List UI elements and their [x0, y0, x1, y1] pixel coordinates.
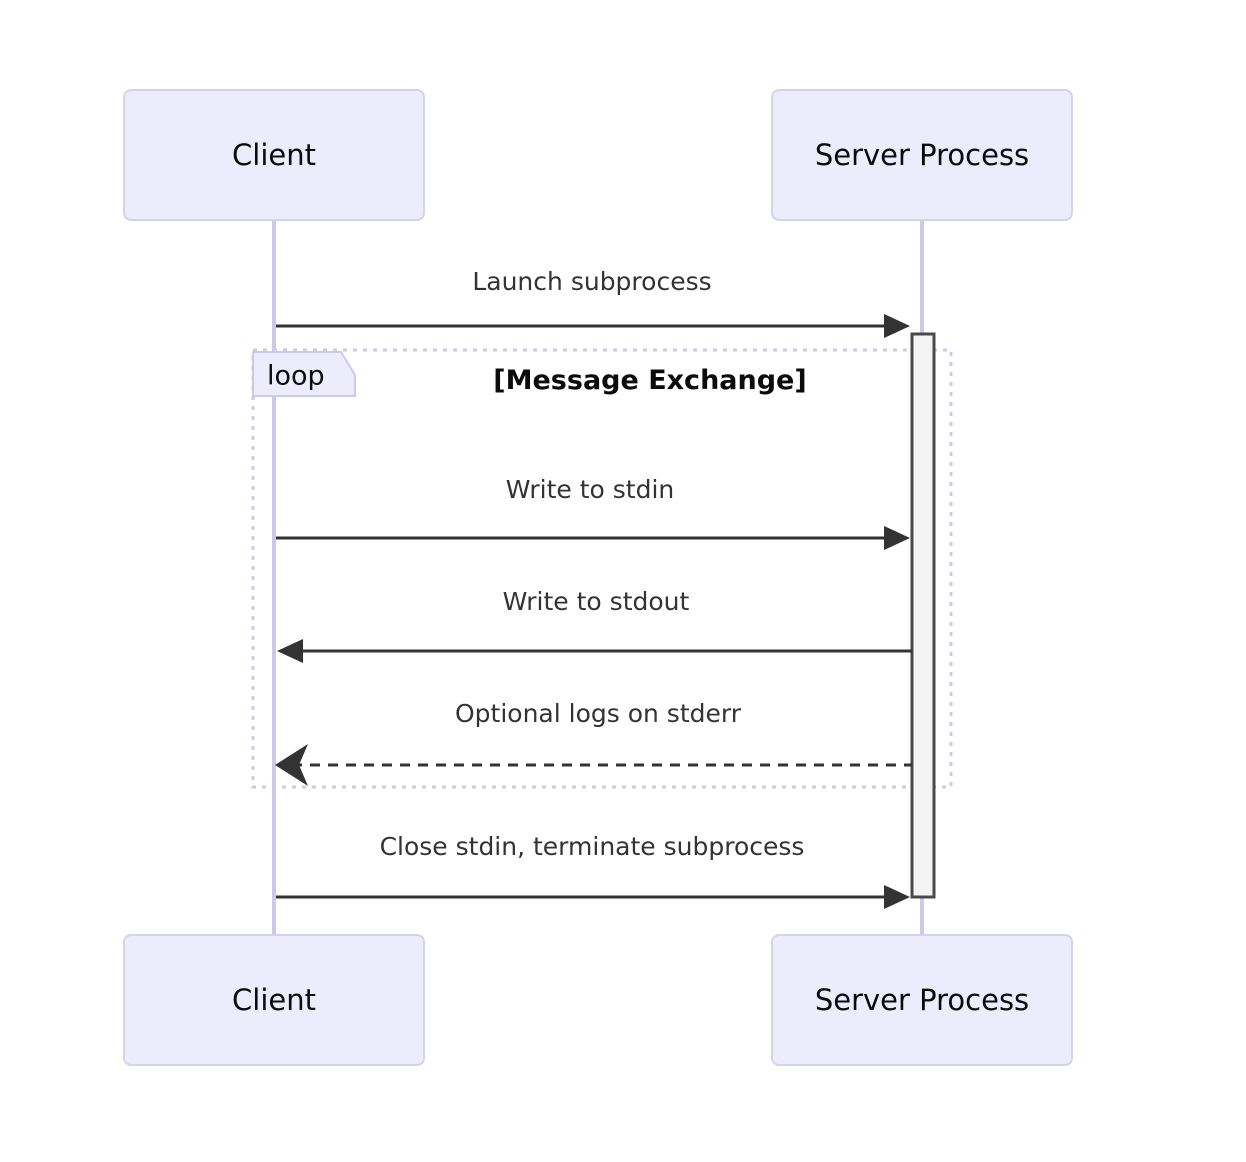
activation-bar-server — [910, 332, 936, 899]
actor-box-client-top[interactable] — [123, 89, 425, 221]
arrowhead-launch-subprocess — [884, 314, 910, 338]
arrowhead-close-stdin — [884, 885, 910, 909]
actor-label-server-top: Server Process — [815, 138, 1029, 172]
actor-label-client-bottom: Client — [232, 983, 316, 1017]
message-label-optional-logs-on-stderr: Optional logs on stderr — [455, 699, 742, 728]
actor-label-server-bottom: Server Process — [815, 983, 1029, 1017]
loop-fragment-title: [Message Exchange] — [493, 365, 806, 396]
loop-tag-shape — [252, 351, 356, 397]
arrowhead-write-to-stdout — [277, 639, 303, 663]
message-label-write-to-stdout: Write to stdout — [503, 587, 690, 616]
arrowhead-write-to-stdin — [884, 526, 910, 550]
actor-box-client-bottom[interactable] — [123, 934, 425, 1066]
actor-box-server-bottom[interactable] — [771, 934, 1073, 1066]
loop-tag-label: loop — [267, 361, 325, 392]
actor-box-server-top[interactable] — [771, 89, 1073, 221]
message-label-launch-subprocess: Launch subprocess — [472, 267, 711, 296]
actor-label-client-top: Client — [232, 138, 316, 172]
message-label-close-stdin: Close stdin, terminate subprocess — [380, 832, 805, 861]
loop-fragment-frame — [251, 348, 953, 789]
message-label-write-to-stdin: Write to stdin — [506, 475, 674, 504]
arrowhead-optional-logs-on-stderr — [275, 744, 308, 786]
